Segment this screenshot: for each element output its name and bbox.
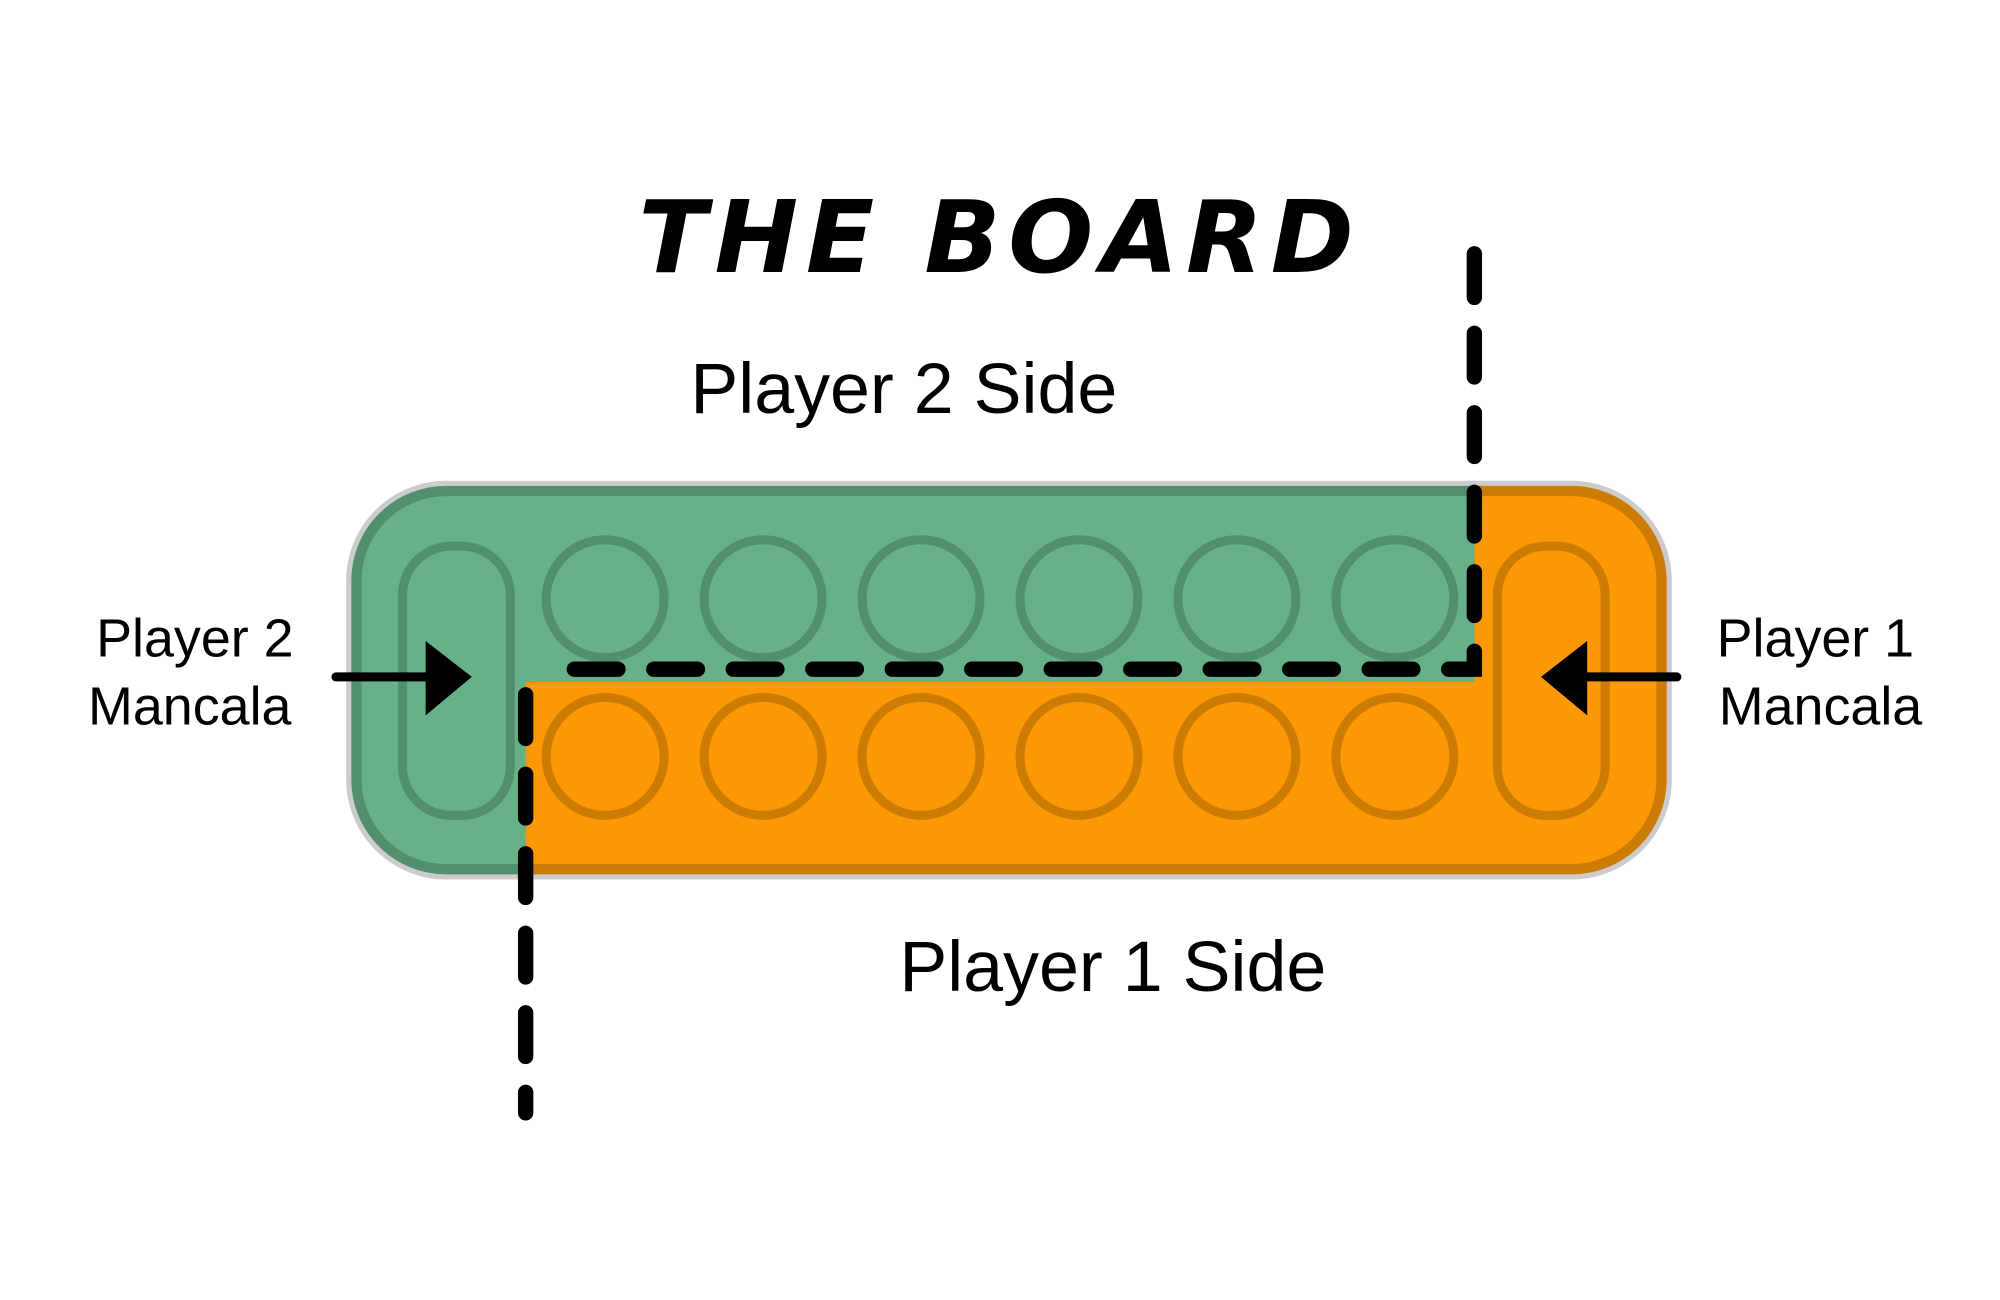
player2-mancala-label-line2: Mancala xyxy=(88,676,292,736)
player2-pit xyxy=(1173,535,1301,663)
player2-side-label: Player 2 Side xyxy=(690,349,1117,429)
player2-pit xyxy=(1331,535,1459,663)
player1-pit xyxy=(1015,692,1143,820)
player1-mancala-label-line1: Player 1 xyxy=(1717,608,1914,668)
player2-pit xyxy=(857,535,985,663)
player1-side-label: Player 1 Side xyxy=(899,927,1326,1007)
player2-mancala-label-line1: Player 2 xyxy=(96,608,293,668)
player2-pit xyxy=(541,535,669,663)
board xyxy=(346,480,1672,880)
player1-pit xyxy=(1173,692,1301,820)
player1-pits xyxy=(541,692,1459,820)
player2-mancala-arrow-icon xyxy=(331,641,472,716)
player1-pit xyxy=(857,692,985,820)
player1-mancala-label-line2: Mancala xyxy=(1719,676,1923,736)
player2-pit xyxy=(699,535,827,663)
player1-pit xyxy=(1331,692,1459,820)
divider-dashed-line-top xyxy=(530,246,1483,677)
player1-area xyxy=(525,491,1662,870)
player2-pit xyxy=(1015,535,1143,663)
player1-pit xyxy=(541,692,669,820)
title: THE BOARD xyxy=(639,179,1362,296)
player1-pit xyxy=(699,692,827,820)
player2-pits xyxy=(541,535,1459,663)
player1-mancala-arrow-icon xyxy=(1541,641,1682,716)
